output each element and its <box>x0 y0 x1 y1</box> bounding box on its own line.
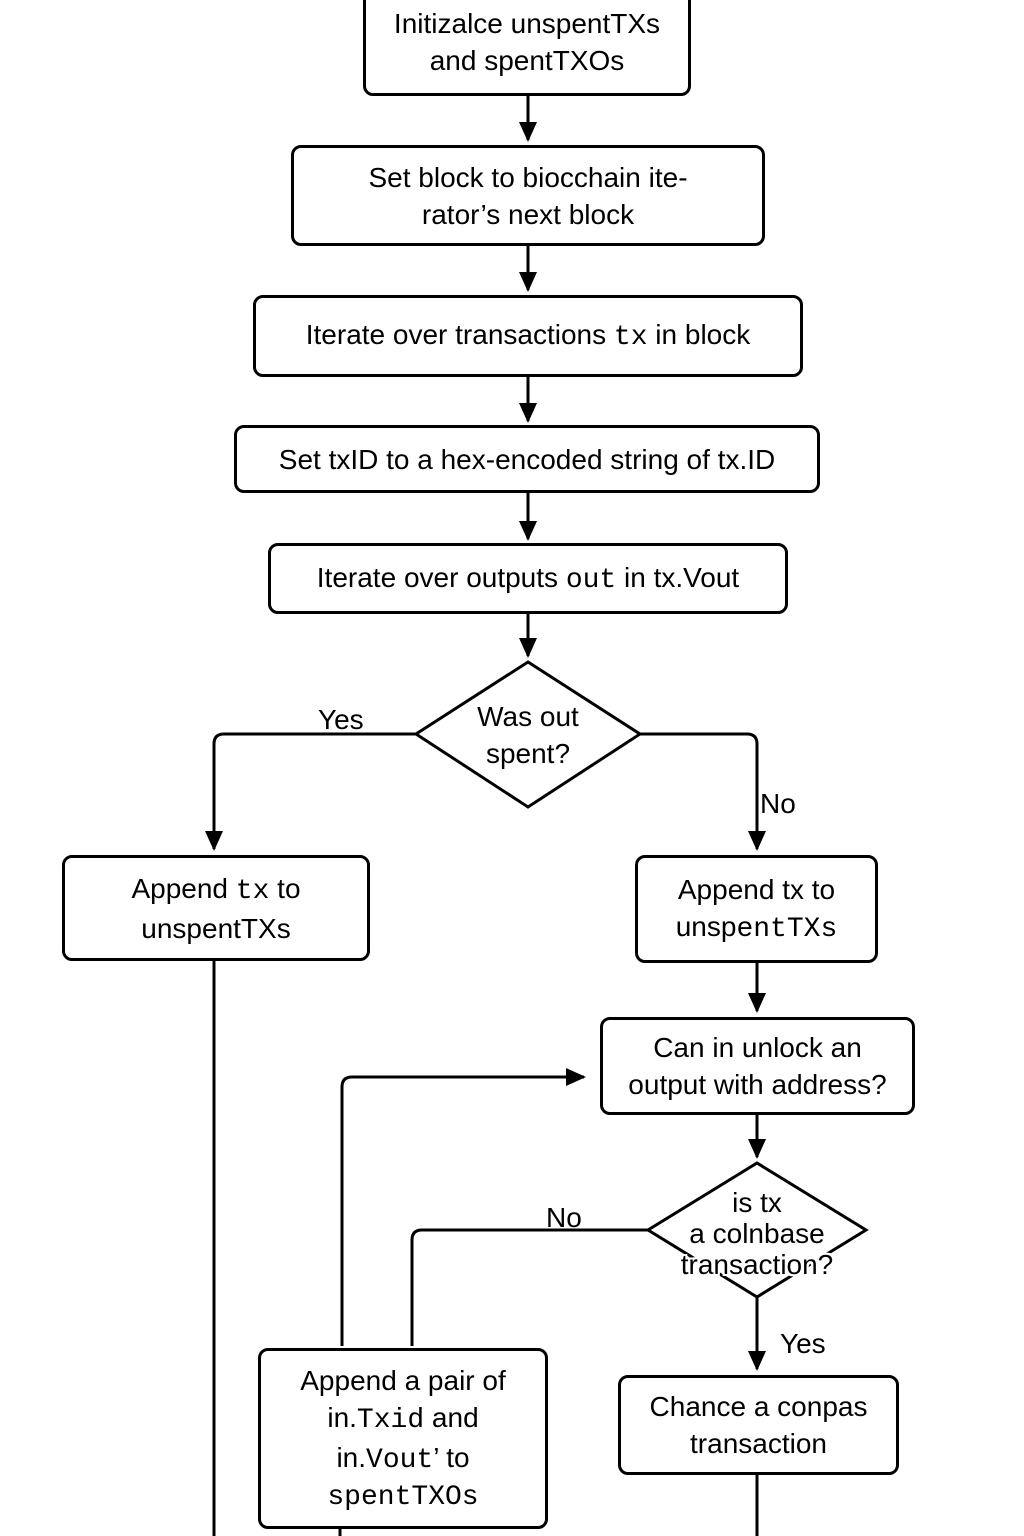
node-line: Can in unlock an <box>653 1032 862 1063</box>
node-line: Chance a conpas <box>649 1391 868 1422</box>
node-line: Iterate over transactions tx in block <box>305 319 751 353</box>
node-line: spentTXOs <box>327 1481 479 1513</box>
edge-wasspent-no <box>640 732 766 851</box>
node-line: unspentTXs <box>141 912 291 944</box>
edge-label-no: No <box>760 788 796 819</box>
node-set-block: Set block to biocchain ite- rator’s next… <box>291 145 765 246</box>
node-line: in.Txid and <box>327 1401 479 1436</box>
node-set-txid: Set txID to a hex-encoded string of tx.I… <box>234 425 820 493</box>
node-line: Append tx to <box>677 873 836 905</box>
node-line: Was out <box>477 701 579 732</box>
node-append-tx-unspent-right: Append tx to unspentTXs <box>635 855 878 963</box>
edge-label-yes: Yes <box>318 704 364 735</box>
node-line: rator’s next block <box>421 198 635 230</box>
node-line: Set txID to a hex-encoded string of tx.I… <box>278 443 776 475</box>
node-line: is tx <box>732 1187 782 1218</box>
node-line: transaction <box>690 1428 827 1459</box>
edge-wasspent-yes <box>205 732 416 851</box>
was-out-spent-diamond <box>413 660 643 809</box>
node-line: output with address? <box>628 1069 887 1100</box>
node-line: unspentTXs <box>675 910 838 945</box>
node-line: a colnbase <box>689 1218 825 1249</box>
edge-coinbase-no <box>410 1228 648 1346</box>
node-append-tx-unspent-left: Append tx to unspentTXs <box>62 855 370 961</box>
node-line: transaction? <box>680 1249 834 1280</box>
node-line: Append a pair of <box>300 1364 506 1396</box>
edge-label-yes: Yes <box>780 1328 826 1359</box>
decision-is-coinbase-label: is tx a colnbase transaction? <box>632 1187 882 1280</box>
node-line: in.Vout’ to <box>336 1441 470 1476</box>
node-iterate-transactions: Iterate over transactions tx in block <box>253 295 803 377</box>
node-change-coinbase-transaction: Chance a conpas transaction <box>618 1375 899 1475</box>
connector-group <box>205 96 766 1536</box>
node-line: Iterate over outputs out in tx.Vout <box>316 561 740 596</box>
edge-label-no: No <box>546 1202 582 1233</box>
decision-was-out-spent-label: Was out spent? <box>418 698 638 772</box>
node-line: Set block to biocchain ite- <box>368 161 688 193</box>
node-line: spent? <box>485 738 571 769</box>
node-iterate-outputs: Iterate over outputs out in tx.Vout <box>268 543 788 614</box>
node-line: Initizalce unspentTXs <box>393 8 661 39</box>
edge-pair-to-unlock <box>340 1068 586 1346</box>
node-can-unlock-output: Can in unlock an output with address? <box>600 1017 915 1115</box>
node-append-pair-spent-txos: Append a pair of in.Txid and in.Vout’ to… <box>258 1348 548 1529</box>
node-line: Append tx to <box>131 872 301 907</box>
node-line: and spentTXOs <box>429 45 625 76</box>
node-initialize: Initizalce unspentTXs and spentTXOs <box>363 0 691 96</box>
is-coinbase-diamond <box>645 1161 869 1299</box>
